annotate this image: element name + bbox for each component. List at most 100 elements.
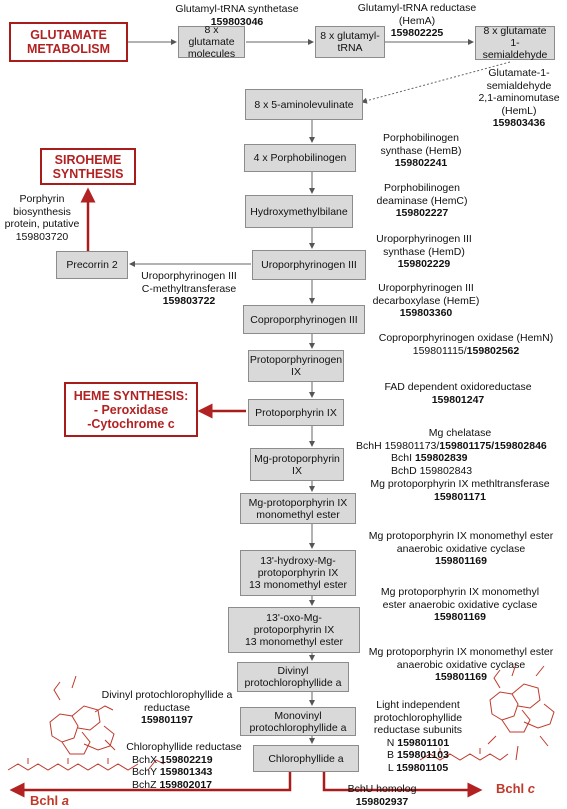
enzyme-light-independent: Light independent protochlorophyllide re… [362,699,474,774]
node-line: monomethyl ester [256,508,340,521]
enzyme-line: synthase (HemB) [380,144,462,157]
node-hydroxymethylbilane: Hydroxymethylbilane [245,195,353,228]
enzyme-id: 159802937 [332,796,432,809]
enzyme-id-bold: 159801169 [434,611,486,623]
enzyme-id: 159801171 [356,491,564,504]
subunit-bchz: BchZ 159802017 [116,779,252,792]
enzyme-line: anaerobic oxidative cyclase [396,542,526,555]
node-divinyl: Divinyl protochlorophyllide a [237,662,349,692]
node-line: 13 monomethyl ester [248,579,348,591]
product-prefix: Bchl [30,793,62,808]
subunit-prefix: BchX [132,753,161,766]
enzyme-hemc: Porphobilinogen deaminase (HemC) 1598022… [364,182,480,220]
enzyme-name: BchU homolog [347,783,417,795]
enzyme-line: Uroporphyrinogen III [376,233,472,245]
enzyme-id: 159801115/159802562 [366,345,566,358]
enzyme-id: 159802227 [364,207,480,220]
box-line: SIROHEME [54,152,122,167]
enzyme-glutamyl-trna-synthetase: Glutamyl-tRNA synthetase 159803046 [172,3,302,28]
enzyme-id: 159801169 [358,555,564,568]
subunit-prefix: N [386,736,398,749]
enzyme-line: deaminase (HemC) [376,194,468,207]
subunit-prefix: BchZ [132,778,160,791]
enzyme-id-bold: 159803046 [210,15,264,28]
node-porphobilinogen: 4 x Porphobilinogen [244,144,356,172]
node-coproporphyrinogen: Coproporphyrinogen III [243,305,365,334]
node-text: Chlorophyllide a [268,752,344,765]
enzyme-line: Mg protoporphyrin IX monomethyl ester [368,646,554,658]
node-uroporphyrinogen: Uroporphyrinogen III [252,250,366,280]
enzyme-porphyrin-biosynthesis: Porphyrin biosynthesis protein, putative… [0,193,84,243]
enzyme-id-plain: 159801115/ [412,344,467,357]
node-line: Protoporphyrinogen [249,354,343,366]
subunit-b: B 159801103 [362,749,474,762]
enzyme-id: 159803722 [130,295,248,308]
enzyme-line: Porphyrin [19,193,65,205]
node-line: tRNA [337,42,363,54]
node-text: Hydroxymethylbilane [250,205,348,218]
node-text: Protoporphyrin IX [255,406,337,419]
enzyme-hemb: Porphobilinogen synthase (HemB) 15980224… [366,132,476,170]
enzyme-line: Porphobilinogen [384,182,460,194]
bchl-c-structure-icon [419,663,555,761]
subunit-id: 159802839 [414,452,468,464]
node-aminolevulinate: 8 x 5-aminolevulinate [245,89,363,120]
enzyme-id: 159801197 [92,714,242,727]
node-line: Mg-protoporphyrin [254,452,340,465]
enzyme-id: 159803360 [362,307,490,320]
enzyme-id-bold: 159803436 [492,117,546,129]
enzyme-hemn: Coproporphyrinogen oxidase (HemN) 159801… [366,332,566,357]
subunit-prefix: B [387,749,397,761]
enzyme-id: 159802229 [364,258,484,271]
node-line: 8 x glutamyl- [320,30,380,42]
node-hydroxy-mg: 13'-hydroxy-Mg- protoporphyrin IX 13 mon… [240,550,356,596]
subunit-id: 159802017 [159,778,212,791]
enzyme-line: Mg protoporphyrin IX monomethyl [380,586,540,598]
enzyme-name: Coproporphyrinogen oxidase (HemN) [378,332,554,344]
node-text: 4 x Porphobilinogen [253,152,347,164]
enzyme-hema: Glutamyl-tRNA reductase (HemA) 159802225 [352,2,482,40]
node-mg-protoporphyrin: Mg-protoporphyrin IX [250,448,344,481]
heme-synthesis-box: HEME SYNTHESIS: - Peroxidase -Cytochrome… [64,382,198,437]
node-glutamate-semialdehyde: 8 x glutamate 1-semialdehyde [475,25,555,61]
enzyme-id: 159803436 [478,117,560,130]
product-suffix: c [527,781,536,796]
node-text: Coproporphyrinogen III [250,313,358,326]
enzyme-subunit-bchh: BchH 159801173/159801175/159802846 [356,440,564,453]
enzyme-methyltransferase: Mg protoporphyrin IX methltransferase 15… [356,478,564,503]
subunit-id: 159802219 [160,753,213,766]
enzyme-line: reductase subunits [373,724,463,736]
node-monovinyl: Monovinyl protochlorophyllide a [240,707,356,736]
product-bchl-a: Bchl a [30,793,69,808]
enzyme-line: anaerobic oxidative cyclase [396,658,526,671]
enzyme-id-bold: 159802241 [394,157,448,169]
enzyme-line: Uroporphyrinogen III [378,282,474,294]
subunit-prefix: BchY [132,766,160,778]
enzyme-c-methyltransferase: Uroporphyrinogen III C-methyltransferase… [130,270,248,308]
subunit-id: 159801105 [396,761,449,774]
enzyme-line: semialdehyde [486,79,552,92]
enzyme-id-bold: 159802937 [355,795,409,808]
enzyme-heme-decarboxylase: Uroporphyrinogen III decarboxylase (HemE… [362,282,490,320]
enzyme-id: 159802225 [352,27,482,40]
subunit-id: 159801101 [397,736,450,749]
enzyme-line: decarboxylase (HemE) [372,294,480,307]
enzyme-line: Uroporphyrinogen III [141,270,237,282]
subunit-l: L 159801105 [362,762,474,775]
enzyme-name: Mg chelatase [428,427,492,439]
box-line: GLUTAMATE [30,28,107,42]
enzyme-bchu: BchU homolog 159802937 [332,783,432,808]
node-line: protoporphyrin IX [257,567,339,579]
node-line: 8 x glutamate [188,24,235,48]
enzyme-fad: FAD dependent oxidoreductase 159801247 [378,381,538,406]
enzyme-divinyl-reductase: Divinyl protochlorophyllide a reductase … [92,689,242,727]
enzyme-id-bold: 159802227 [395,207,449,219]
enzyme-mg-chelatase: Mg chelatase BchH 159801173/159801175/15… [356,427,564,477]
node-text: Uroporphyrinogen III [261,259,357,271]
product-prefix: Bchl [496,781,528,796]
node-text: 8 x 5-aminolevulinate [254,98,354,111]
enzyme-id: 159803046 [172,16,302,29]
box-line: HEME SYNTHESIS: [73,388,189,403]
enzyme-cyclase-3: Mg protoporphyrin IX monomethyl ester an… [358,646,564,684]
